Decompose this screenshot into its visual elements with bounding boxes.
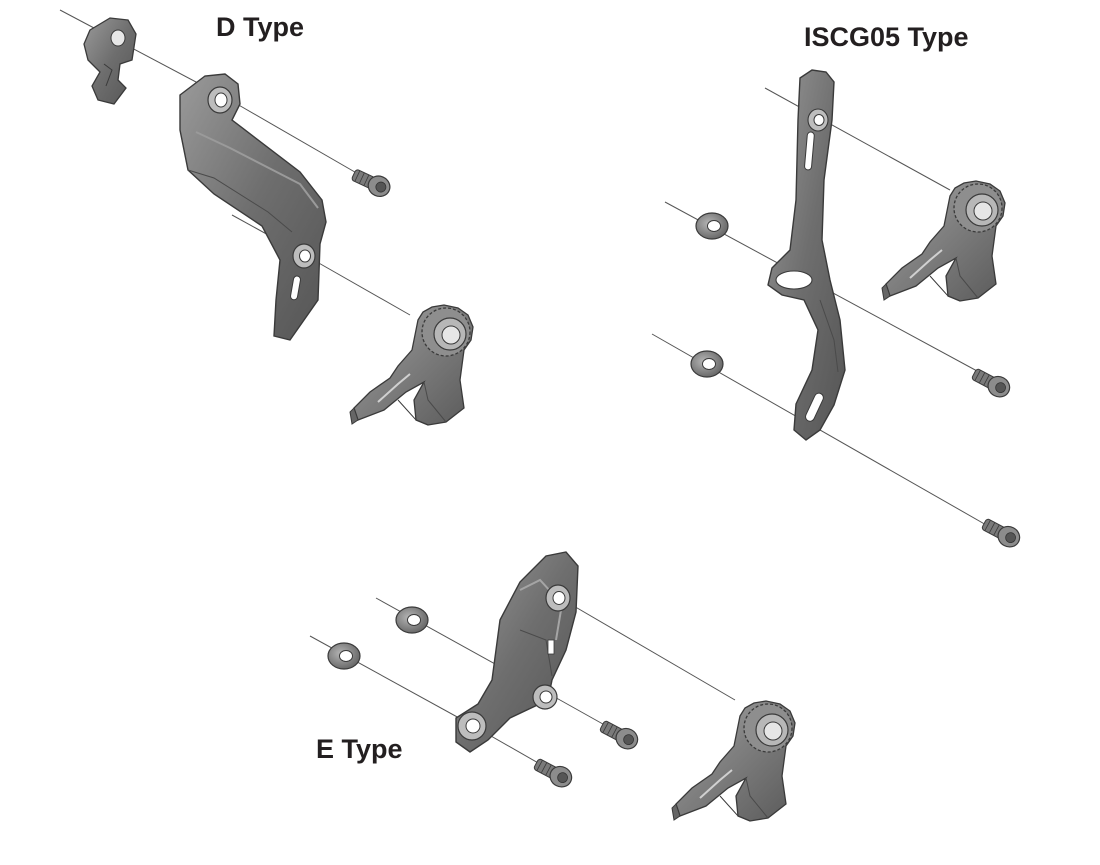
iscg-washer-lower <box>690 350 724 378</box>
iscg05-bracket <box>767 69 846 441</box>
d-type-assembly <box>59 9 474 426</box>
e-type-chain-guide <box>671 700 796 822</box>
e-axis-line-guide <box>559 597 736 701</box>
d-axis-line-upper-bolt <box>229 99 361 176</box>
iscg-chain-guide <box>881 180 1006 302</box>
d-type-chain-guide <box>349 304 474 426</box>
iscg05-type-label: ISCG05 Type <box>804 22 969 52</box>
e-type-bolt-lower <box>530 754 576 792</box>
iscg-bolt-upper <box>968 364 1014 402</box>
e-washer-upper <box>395 606 429 634</box>
e-type-bracket <box>455 551 579 753</box>
d-type-clip-part <box>83 17 137 105</box>
iscg05-type-assembly <box>651 69 1024 552</box>
d-axis-line-lower-guide <box>309 257 411 316</box>
e-type-bolt-upper <box>596 716 642 754</box>
d-type-bracket <box>179 73 327 341</box>
iscg-axis-line-top <box>764 87 951 191</box>
e-type-label: E Type <box>316 734 403 764</box>
d-type-label: D Type <box>216 12 305 42</box>
d-type-bolt <box>348 164 394 201</box>
iscg-washer-upper <box>695 212 729 240</box>
e-axis-line-upper-bolt <box>559 699 611 729</box>
e-washer-lower <box>327 642 361 670</box>
e-type-assembly <box>309 551 796 822</box>
iscg-bolt-lower <box>978 514 1024 552</box>
